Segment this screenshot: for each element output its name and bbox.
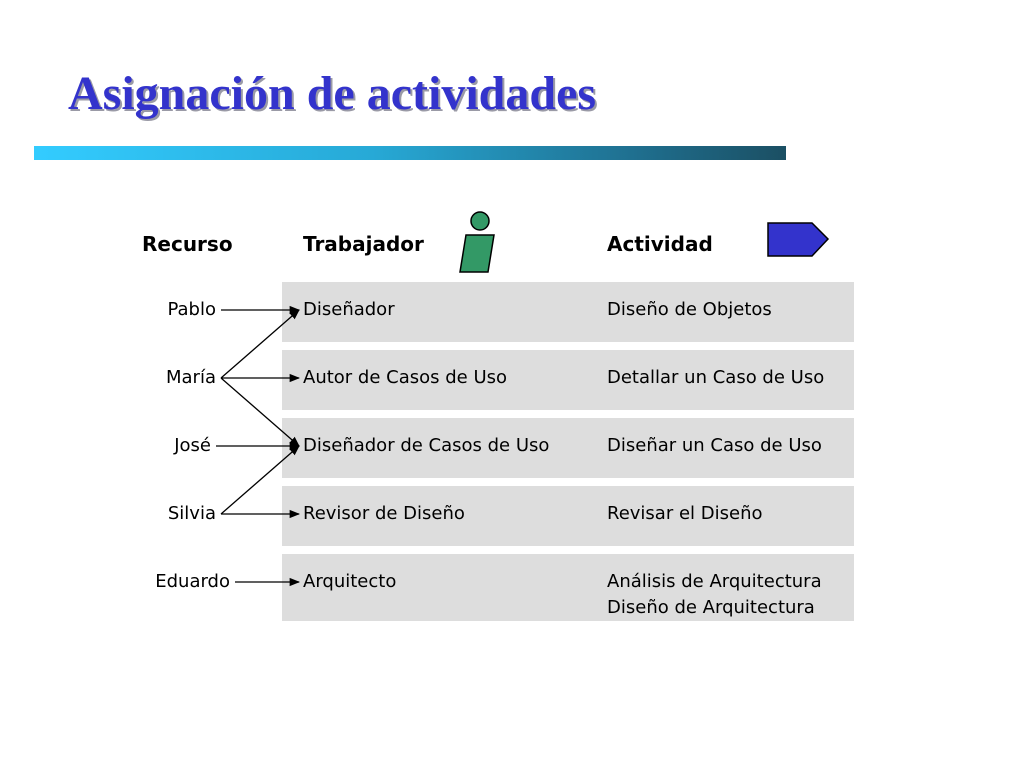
- person-icon: [459, 211, 495, 273]
- table-row: [282, 418, 854, 478]
- resource-label: José: [174, 435, 211, 456]
- activity-line: Análisis de Arquitectura: [607, 571, 822, 592]
- activity-line: Diseño de Arquitectura: [607, 597, 815, 618]
- activity-cell: Revisar el Diseño: [607, 501, 763, 527]
- activity-line: Revisar el Diseño: [607, 503, 763, 524]
- worker-cell: Arquitecto: [303, 571, 397, 592]
- assignment-arrow: [220, 377, 300, 447]
- worker-cell: Autor de Casos de Uso: [303, 367, 508, 388]
- table-row: [282, 282, 854, 342]
- activity-cell: Diseño de Objetos: [607, 297, 772, 323]
- activity-line: Detallar un Caso de Uso: [607, 367, 825, 388]
- worker-cell: Revisor de Diseño: [303, 503, 465, 524]
- table-row: [282, 486, 854, 546]
- title-gradient-bar: [34, 146, 786, 160]
- header-activity: Actividad: [607, 232, 713, 256]
- resource-label: María: [166, 367, 216, 388]
- slide-title: Asignación de actividades: [68, 67, 597, 120]
- header-resource: Recurso: [142, 232, 233, 256]
- activity-line: Diseño de Objetos: [607, 299, 772, 320]
- header-worker: Trabajador: [303, 232, 424, 256]
- table-row: [282, 554, 854, 621]
- worker-cell: Diseñador: [303, 299, 395, 320]
- resource-label: Silvia: [167, 503, 216, 524]
- activity-cell: Diseñar un Caso de Uso: [607, 433, 822, 459]
- activity-cell: Detallar un Caso de Uso: [607, 365, 824, 391]
- assignment-arrow: [220, 309, 300, 379]
- assignment-arrow: [220, 445, 300, 515]
- resource-label: Eduardo: [155, 571, 230, 592]
- table-row: [282, 350, 854, 410]
- worker-cell: Diseñador de Casos de Uso: [303, 435, 550, 456]
- activity-line: Diseñar un Caso de Uso: [607, 435, 822, 456]
- resource-label: Pablo: [167, 299, 216, 320]
- arrow-pentagon-icon: [767, 222, 830, 257]
